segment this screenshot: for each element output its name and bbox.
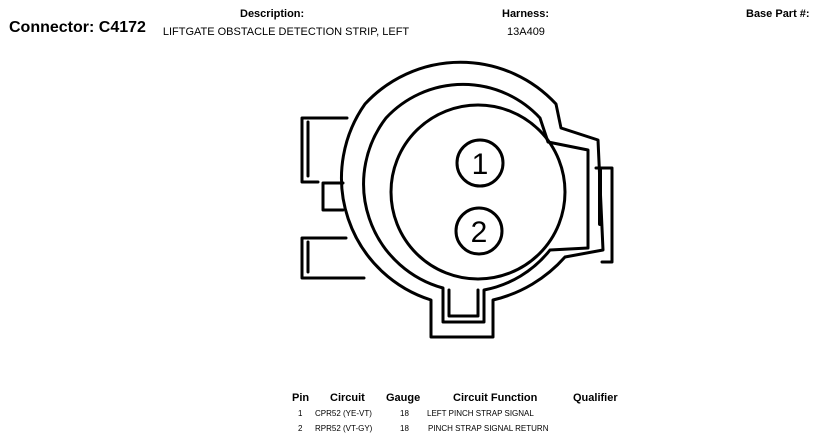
left-top-tab [300, 116, 349, 184]
col-header-gauge: Gauge [386, 392, 421, 404]
row-2-gauge: 18 [400, 424, 409, 433]
row-2-circuit: RPR52 (VT-GY) [315, 424, 373, 433]
left-middle-key [321, 181, 345, 212]
pin-2-circle [454, 206, 504, 256]
col-header-circuit: Circuit [330, 392, 365, 404]
description-value: LIFTGATE OBSTACLE DETECTION STRIP, LEFT [162, 26, 410, 38]
base-part-label: Base Part #: [746, 8, 810, 20]
pin-1-number: 1 [472, 148, 489, 181]
harness-label: Harness: [502, 8, 550, 20]
col-header-circuit-function: Circuit Function [453, 392, 538, 404]
harness-value: 13A409 [507, 26, 545, 38]
connector-title: Connector: C4172 [9, 19, 146, 37]
row-1-function: LEFT PINCH STRAP SIGNAL [427, 409, 534, 418]
right-latch [594, 166, 614, 264]
pin-2-number: 2 [471, 216, 488, 249]
connector-inner-ring [362, 82, 590, 324]
row-2-pin: 2 [298, 424, 303, 433]
connector-housing-outline [340, 60, 605, 339]
col-header-pin: Pin [292, 392, 310, 404]
row-1-circuit: CPR52 (YE-VT) [315, 409, 372, 418]
left-bottom-tab [300, 236, 366, 280]
bottom-key-slot [447, 288, 480, 318]
pin-1-circle [455, 138, 505, 188]
connector-label: Connector: [9, 19, 95, 36]
row-2-function: PINCH STRAP SIGNAL RETURN [428, 424, 549, 433]
col-header-qualifier: Qualifier [573, 392, 618, 404]
row-1-gauge: 18 [400, 409, 409, 418]
description-label: Description: [240, 8, 305, 20]
connector-id: C4172 [98, 19, 146, 36]
pin-cavity-outline [389, 103, 567, 281]
row-1-pin: 1 [298, 409, 303, 418]
